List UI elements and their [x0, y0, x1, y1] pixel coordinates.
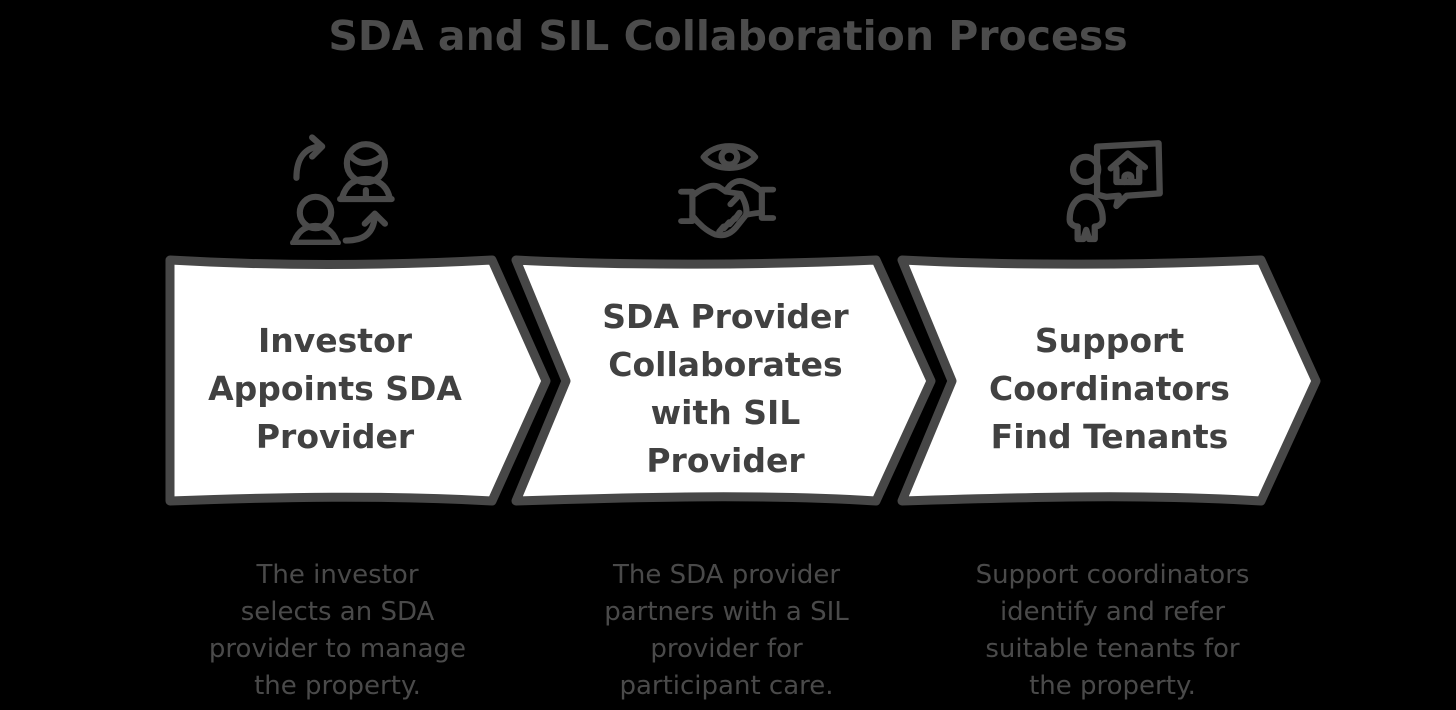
swap-arrow-bottom	[342, 212, 378, 244]
swap-arrow-top-head	[309, 134, 326, 160]
step-1-description: The investor selects an SDA provider to …	[208, 560, 467, 701]
eye-outline	[700, 143, 759, 171]
speech-bubble	[1093, 140, 1163, 210]
house-door	[1121, 171, 1135, 186]
step-3-chevron-shape	[897, 255, 1321, 506]
knuckle-lines	[716, 209, 743, 235]
person-top-head	[343, 141, 388, 186]
person-top-shoulders	[339, 175, 393, 200]
person-body	[1066, 193, 1106, 243]
people-swap-icon	[290, 134, 395, 245]
step-1-label: Investor Appoints SDA Provider	[208, 321, 462, 456]
page-title: SDA and SIL Collaboration Process	[328, 12, 1128, 60]
eye-pupil	[718, 146, 741, 168]
house-walls	[1113, 165, 1143, 186]
right-hand-top	[722, 178, 765, 195]
left-hand-top	[689, 182, 730, 199]
supervised-handshake-icon	[678, 143, 777, 239]
swap-arrow-bottom-head	[361, 210, 388, 227]
step-2-chevron-shape	[511, 255, 936, 506]
step-2-label: SDA Provider Collaborates with SIL Provi…	[602, 297, 849, 480]
person-bottom-shoulders	[291, 222, 340, 245]
left-hand-bottom	[689, 211, 750, 239]
house-roof	[1107, 150, 1149, 172]
person-top-hair	[347, 152, 385, 167]
person-home-speech-icon	[1066, 140, 1163, 243]
right-hand-bottom	[743, 209, 765, 218]
person-top-base	[337, 187, 395, 203]
step-2-description: The SDA provider partners with a SIL pro…	[604, 560, 849, 701]
step-1-chevron-shape	[165, 255, 551, 506]
swap-arrow-top	[293, 143, 324, 181]
step-3-label: Support Coordinators Find Tenants	[989, 321, 1230, 456]
step-3-description: Support coordinators identify and refer …	[975, 560, 1250, 701]
